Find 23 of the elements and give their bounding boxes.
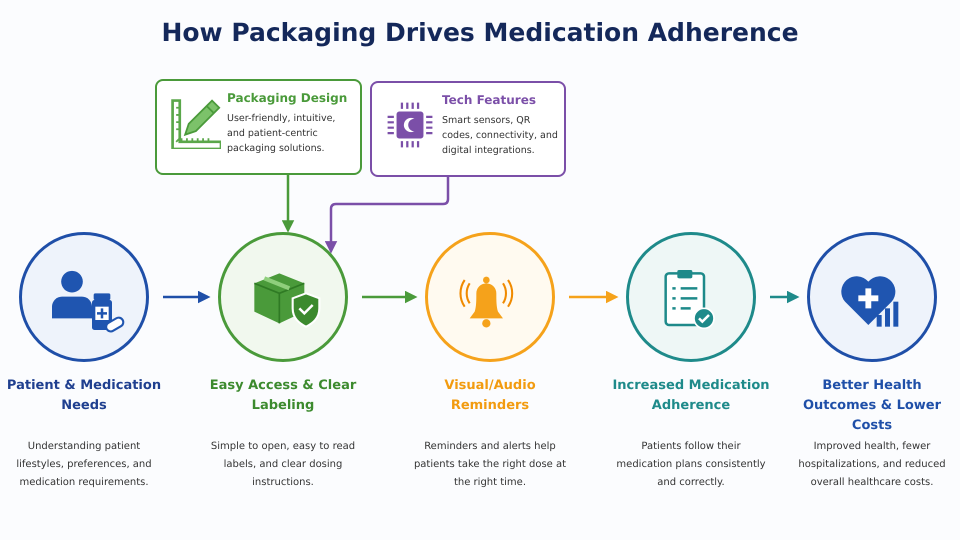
arrow — [569, 290, 618, 304]
step-heading: Visual/Audio Reminders — [443, 377, 537, 415]
step-heading: Easy Access & Clear Labeling — [208, 377, 358, 415]
card-description: Smart sensors, QR codes, connectivity, and digital integrations. — [442, 114, 559, 158]
step-description: Patients follow their medication plans consistently and correctly. — [615, 440, 767, 490]
arrow — [163, 290, 210, 304]
card-description: User-friendly, intuitive, and patient-centric packaging solutions. — [227, 112, 336, 156]
feature-card — [155, 79, 362, 175]
step-description: Reminders and alerts help patients take the right dose at the right time. — [412, 440, 568, 490]
arrow — [282, 175, 294, 233]
arrow — [324, 177, 450, 254]
arrow — [362, 290, 418, 304]
step-heading: Better Health Outcomes & Lower Costs — [802, 377, 942, 435]
step-heading: Increased Medication Adherence — [611, 377, 771, 415]
card-heading: Packaging Design — [227, 91, 348, 105]
diagram-title: How Packaging Drives Medication Adherence — [160, 18, 800, 47]
step-description: Simple to open, easy to read labels, and clear dosing instructions. — [210, 440, 356, 490]
card-heading: Tech Features — [442, 93, 536, 107]
step-description: Improved health, fewer hospitalizations, and reduced overall healthcare costs. — [797, 440, 947, 490]
feature-card — [370, 81, 566, 177]
step-heading: Patient & Medication Needs — [6, 377, 162, 415]
step-description: Understanding patient lifestyles, preferences, and medication requirements. — [15, 440, 153, 490]
arrow — [770, 290, 800, 304]
